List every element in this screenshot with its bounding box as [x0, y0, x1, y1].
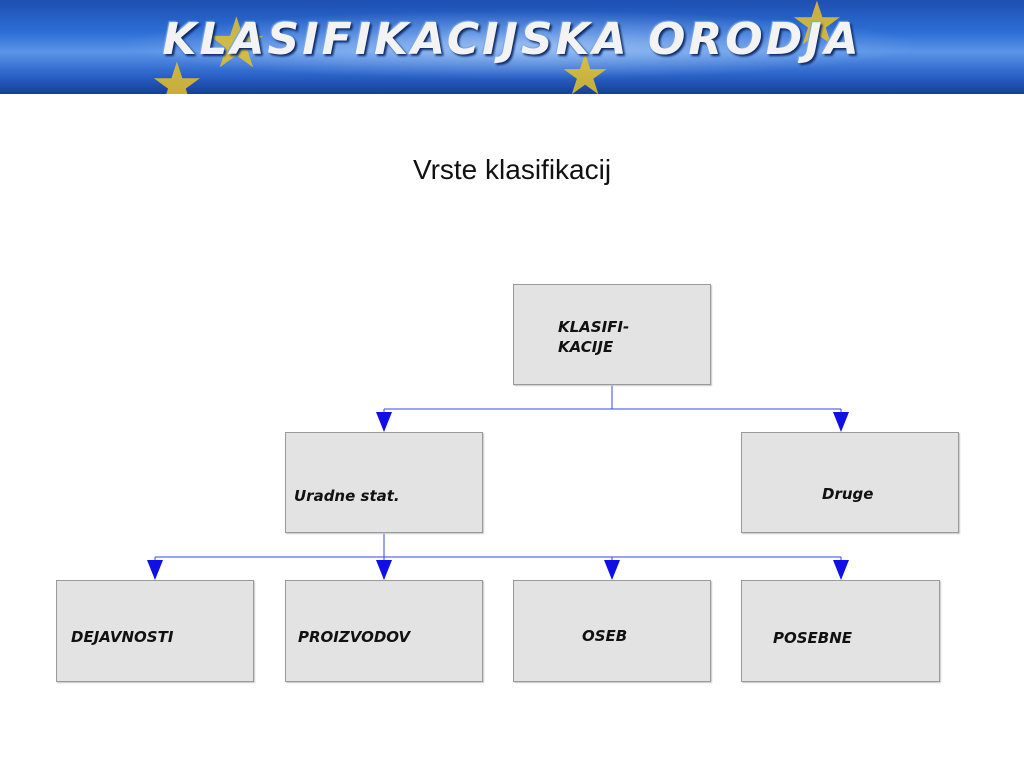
- arrowhead: [147, 560, 163, 580]
- node-posebne: POSEBNE: [741, 580, 940, 682]
- arrowhead: [604, 560, 620, 580]
- eu-star-icon: ★: [560, 43, 611, 95]
- node-oseb: OSEB: [513, 580, 711, 682]
- banner-glow: [120, 10, 920, 80]
- eu-star-icon: ★: [790, 0, 844, 59]
- node-druge: Druge: [741, 432, 959, 533]
- node-dejavnosti: DEJAVNOSTI: [56, 580, 254, 682]
- arrowhead: [833, 560, 849, 580]
- node-klasifikacije: KLASIFI- KACIJE: [513, 284, 711, 385]
- node-proizvodov: PROIZVODOV: [285, 580, 483, 682]
- eu-star-icon: ★: [205, 2, 268, 84]
- eu-star-icon: ★: [150, 50, 204, 94]
- slide-title: Vrste klasifikacij: [412, 154, 612, 185]
- node-label: Uradne stat.: [294, 487, 400, 505]
- title-banner: ★ ★ ★ ★ KLASIFIKACIJSKA ORODJA: [0, 0, 1024, 94]
- node-label: POSEBNE: [773, 629, 853, 647]
- node-label: KLASIFI- KACIJE: [558, 318, 630, 356]
- banner-title: KLASIFIKACIJSKA ORODJA: [162, 14, 862, 65]
- node-uradne-stat: Uradne stat.: [285, 432, 483, 533]
- node-label: DEJAVNOSTI: [71, 628, 174, 646]
- node-label: OSEB: [582, 627, 628, 645]
- arrowhead: [376, 412, 392, 432]
- node-label: Druge: [822, 485, 874, 503]
- arrowhead: [376, 560, 392, 580]
- arrowhead: [833, 412, 849, 432]
- node-label: PROIZVODOV: [298, 628, 411, 646]
